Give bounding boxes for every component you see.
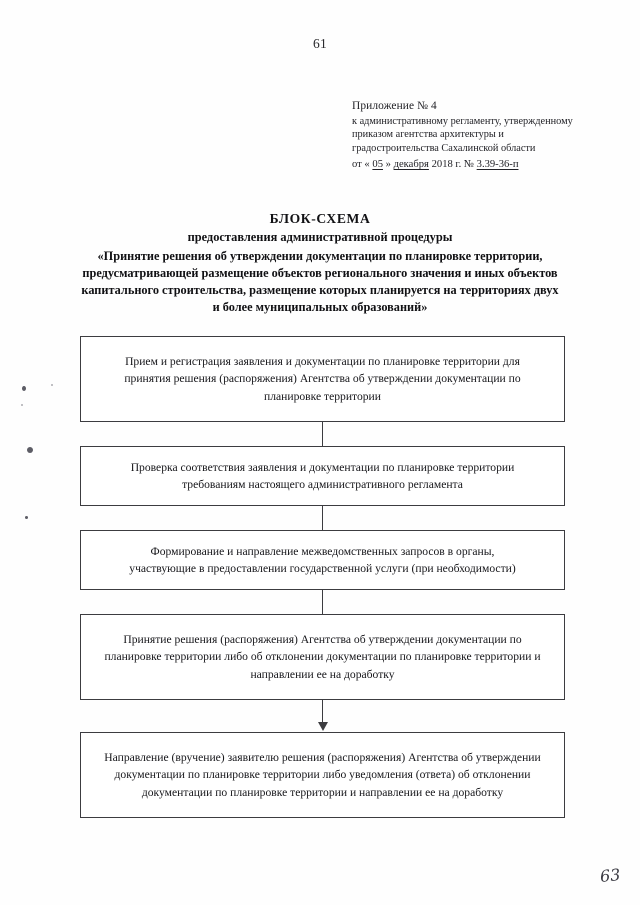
title-quoted-name: «Принятие решения об утверждении докумен… bbox=[62, 248, 578, 317]
flowchart-node-5-text: Направление (вручение) заявителю решения… bbox=[104, 750, 541, 799]
page-number-bottom-handwritten: 63 bbox=[599, 864, 622, 887]
appendix-date-line: от « 05 » декабря 2018 г. № 3.39-36-п bbox=[352, 158, 610, 172]
scan-speckle bbox=[22, 386, 26, 391]
scan-speckle bbox=[25, 516, 28, 519]
title-quote-line-2: предусматривающей размещение объектов ре… bbox=[82, 265, 558, 280]
scan-speckle bbox=[51, 384, 53, 386]
flowchart-connector-1 bbox=[322, 422, 324, 446]
document-title-block: БЛОК-СХЕМА предоставления административн… bbox=[62, 210, 578, 316]
date-month: декабря bbox=[393, 159, 429, 171]
flowchart-node-1-text: Прием и регистрация заявления и документ… bbox=[124, 354, 521, 403]
page-number-top: 61 bbox=[312, 36, 328, 51]
scan-speckle bbox=[21, 404, 23, 406]
flowchart-node-2: Проверка соответствия заявления и докуме… bbox=[80, 446, 565, 506]
title-quote-line-1: «Принятие решения об утверждении докумен… bbox=[97, 248, 543, 263]
scan-speckle bbox=[27, 447, 33, 453]
appendix-line-2: к административному регламенту, утвержде… bbox=[352, 115, 573, 127]
flowchart-node-2-text: Проверка соответствия заявления и докуме… bbox=[130, 460, 515, 491]
date-day: 05 bbox=[372, 159, 383, 171]
flowchart-node-4-text: Принятие решения (распоряжения) Агентств… bbox=[104, 632, 541, 681]
date-prefix: от « bbox=[352, 159, 370, 171]
flowchart-node-3: Формирование и направление межведомствен… bbox=[80, 530, 565, 590]
flowchart-connector-4 bbox=[322, 700, 324, 724]
flowchart-connector-3 bbox=[322, 590, 324, 614]
flowchart-node-4: Принятие решения (распоряжения) Агентств… bbox=[80, 614, 565, 700]
flowchart-node-3-text: Формирование и направление межведомствен… bbox=[129, 544, 516, 575]
title-quote-line-4: и более муниципальных образований» bbox=[212, 300, 428, 315]
title-subtitle: предоставления административной процедур… bbox=[187, 230, 453, 244]
flowchart-node-5: Направление (вручение) заявителю решения… bbox=[80, 732, 565, 818]
date-year: 2018 г. № bbox=[431, 159, 474, 171]
date-order-number: 3.39-36-п bbox=[476, 159, 519, 171]
date-mid: » bbox=[385, 159, 391, 171]
title-quote-line-3: капитального строительства, размещение к… bbox=[81, 282, 559, 297]
appendix-line-4: градостроительства Сахалинской области bbox=[352, 142, 536, 154]
flowchart-node-1: Прием и регистрация заявления и документ… bbox=[80, 336, 565, 422]
page-title: БЛОК-СХЕМА bbox=[269, 211, 371, 226]
arrow-down-icon bbox=[317, 722, 328, 731]
appendix-title: Приложение № 4 bbox=[352, 100, 437, 112]
flowchart-connector-2 bbox=[322, 506, 324, 530]
appendix-line-3: приказом агентства архитектуры и bbox=[352, 129, 504, 141]
appendix-approval-block: Приложение № 4 к административному регла… bbox=[352, 100, 610, 172]
